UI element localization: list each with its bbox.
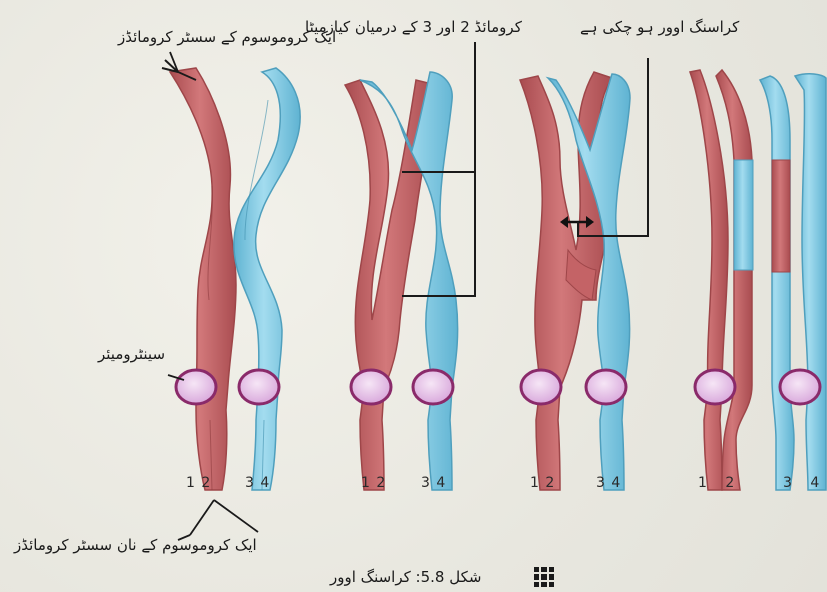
chiasma-label: کرومائڈ 2 اور 3 کے درمیان کیازمیٹا xyxy=(305,20,522,35)
stage-2-chromosomes xyxy=(345,42,475,490)
centromere-blue-2 xyxy=(413,370,453,404)
chromatid-numbers-red-1: 1 2 xyxy=(186,475,211,491)
chromatid-numbers-blue-2: 3 4 xyxy=(421,475,446,491)
blue-chromatid-4-stage-4 xyxy=(795,74,826,490)
centromere-label: سینٹرومیئر xyxy=(98,347,165,362)
centromere-red-4 xyxy=(695,370,735,404)
red-chromatid-1-stage-4 xyxy=(690,70,728,490)
nonsister-chromatids-label: ایک کروموسوم کے نان سسٹر کرومائڈز xyxy=(14,538,257,553)
chromatid-numbers-red-2: 1 2 xyxy=(361,475,386,491)
stage-1-chromosomes xyxy=(170,68,300,490)
centromere-blue-4 xyxy=(780,370,820,404)
chromatid-numbers-blue-4: 3 4 xyxy=(783,475,826,491)
centromere-red-3 xyxy=(521,370,561,404)
stage-4-chromosomes xyxy=(690,70,826,490)
chromatid-numbers-blue-1: 3 4 xyxy=(245,475,270,491)
centromere-blue-3 xyxy=(586,370,626,404)
chromatid-numbers-blue-3: 3 4 xyxy=(596,475,621,491)
centromere-red-2 xyxy=(351,370,391,404)
centromere-blue-1 xyxy=(239,370,279,404)
chromatid-numbers-red-4: 1 2 xyxy=(698,475,741,491)
figure-grid-icon xyxy=(534,567,554,587)
blue-chromatid-3-stage-4 xyxy=(760,76,794,490)
stage-3-chromosomes xyxy=(520,58,648,490)
centromere-red-1 xyxy=(176,370,216,404)
nonsister-chromatids-leader xyxy=(178,500,258,540)
figure-caption: شکل 5.8: کراسنگ اوور xyxy=(330,570,481,585)
sister-chromatids-label: ایک کروموسوم کے سسٹر کرومائڈز xyxy=(118,30,336,45)
crossing-over-done-label: کراسنگ اوور ہو چکی ہے xyxy=(580,20,739,35)
chromatid-numbers-red-3: 1 2 xyxy=(530,475,555,491)
blue-chromatid-pair-1 xyxy=(234,68,300,490)
red-chromatid-pair-1 xyxy=(170,68,236,490)
